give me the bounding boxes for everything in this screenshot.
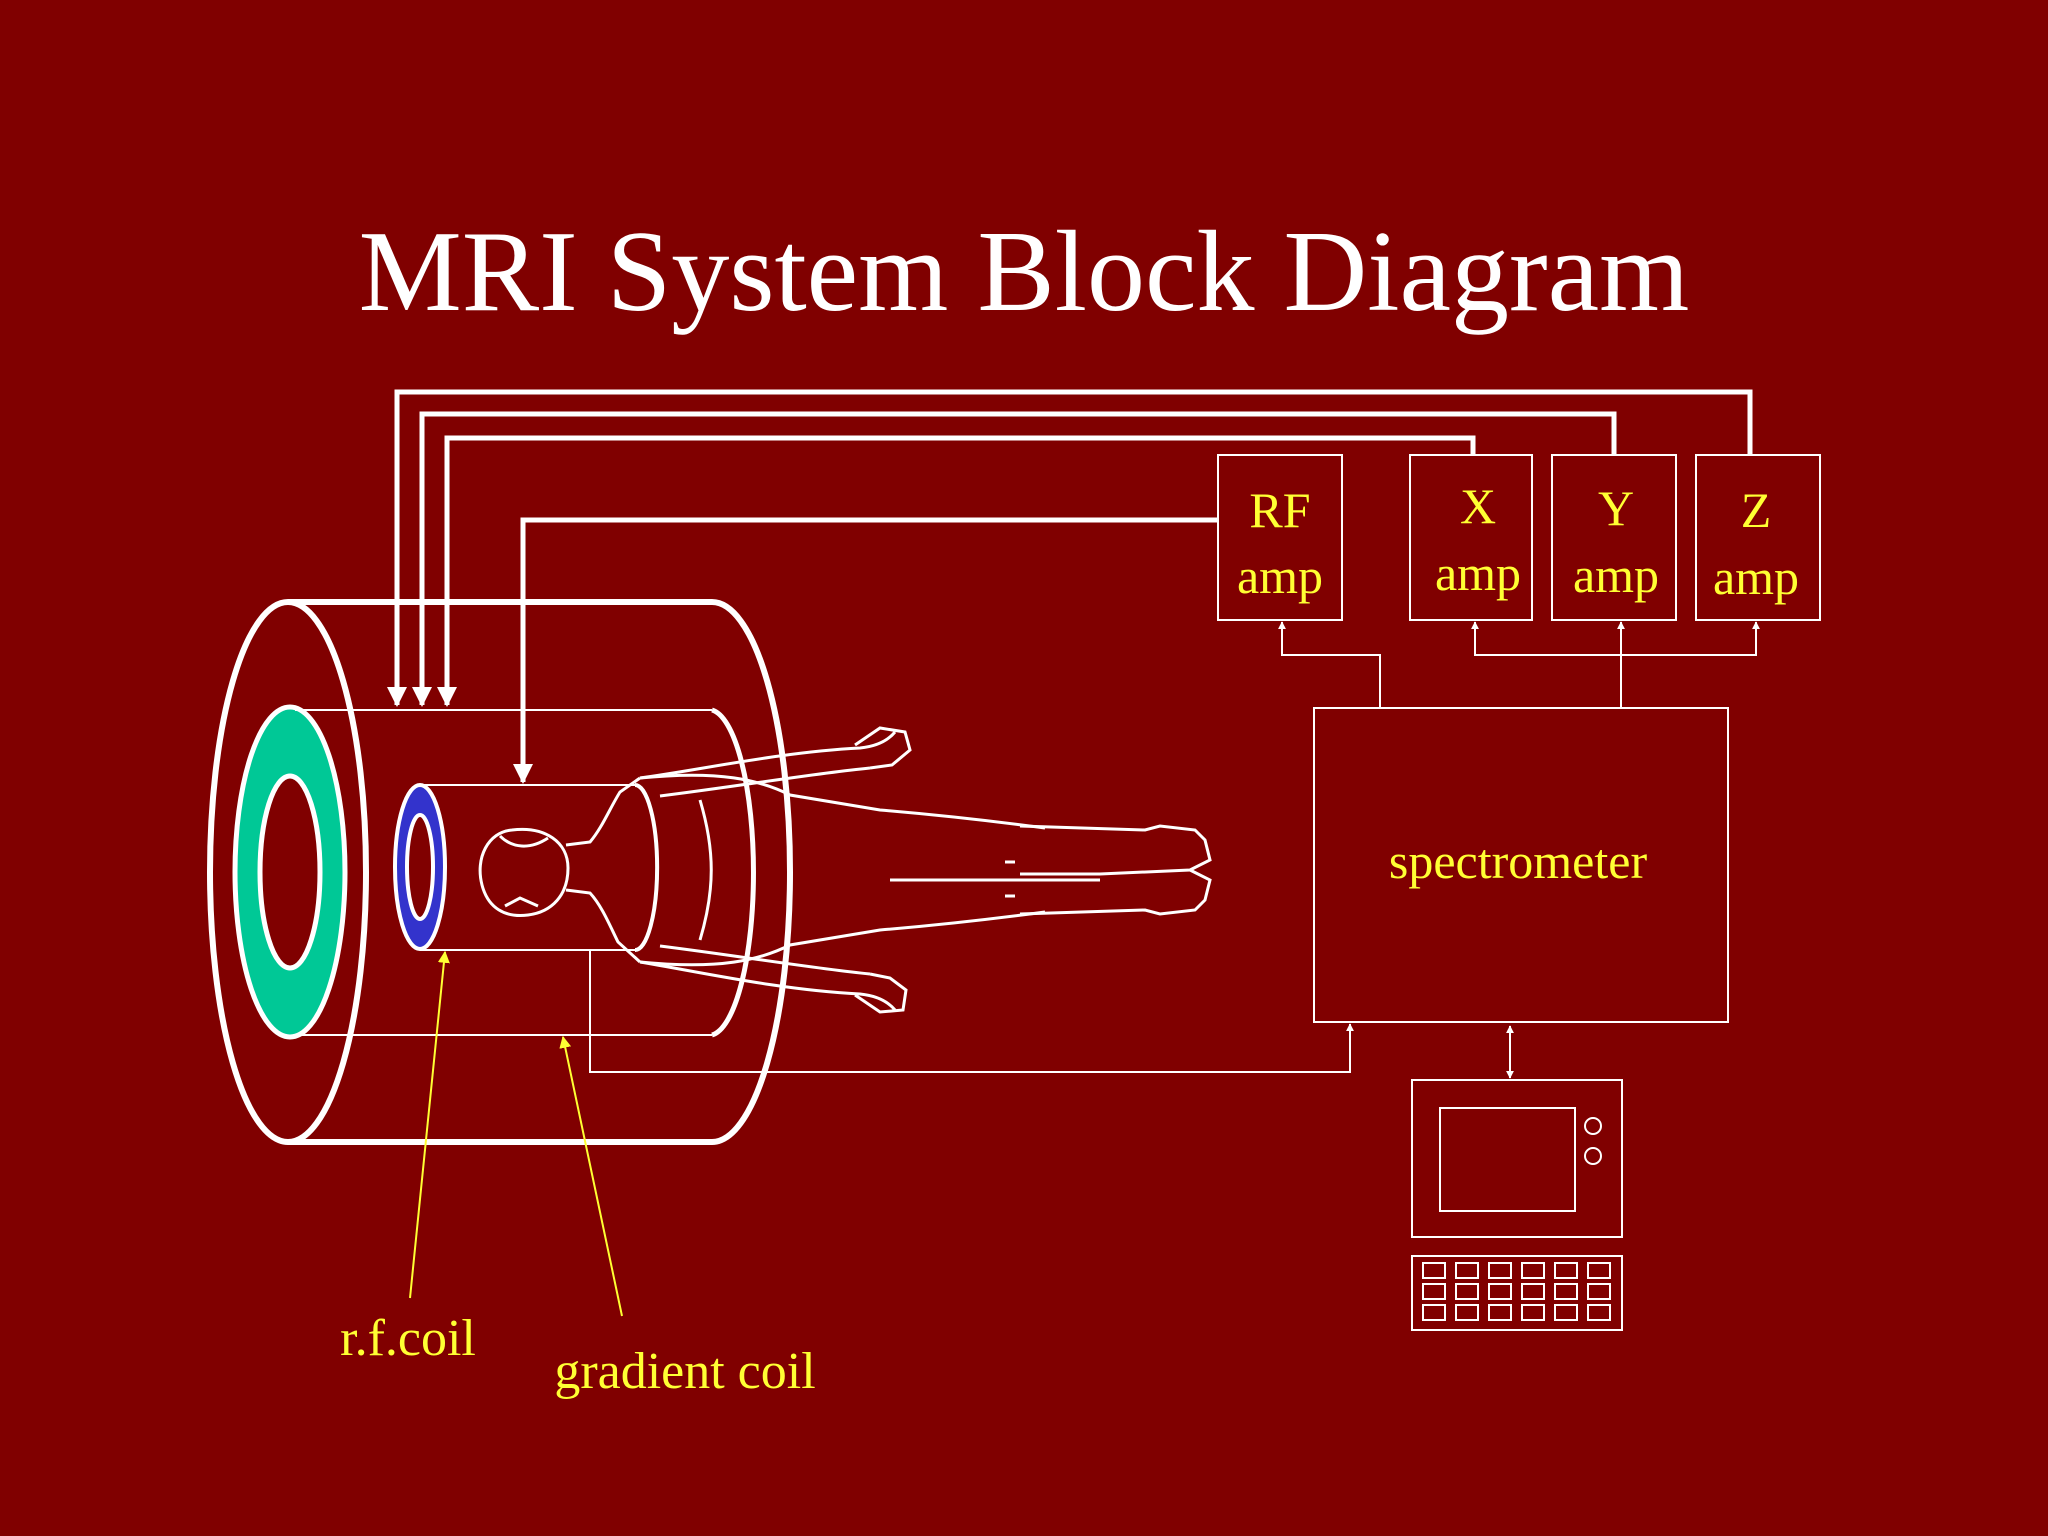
y-amp-line1: Y [1598,480,1634,536]
keyboard-key [1488,1304,1512,1321]
keyboard-key [1521,1283,1545,1300]
rf-coil-ring [393,783,447,951]
spectrometer-label: spectrometer [1389,833,1648,889]
keyboard-key [1422,1304,1446,1321]
keyboard-key [1422,1262,1446,1279]
keyboard-key [1488,1283,1512,1300]
keyboard-key [1488,1262,1512,1279]
keyboard-key [1422,1283,1446,1300]
spectrometer-to-amps-lines [1278,621,1760,708]
computer-console-icon [1411,1079,1623,1238]
rf-amp-line2: amp [1237,548,1323,604]
keyboard-key [1554,1283,1578,1300]
y-amp-line2: amp [1573,547,1659,603]
x-amp-line1: X [1460,478,1496,534]
keyboard-key [1455,1304,1479,1321]
magnet-cylinder-icon [207,599,793,1145]
keyboard-key [1554,1262,1578,1279]
gradient-coil-label: gradient coil [554,1343,815,1400]
rf-drive-line [513,517,1218,784]
spectrometer-block: spectrometer [1313,707,1729,1023]
rf-coil-label: r.f.coil [340,1310,476,1367]
keyboard-key [1587,1283,1611,1300]
keyboard-key [1455,1283,1479,1300]
patient-figure-icon [478,726,1212,1014]
rf-coil-callout: r.f.coil [340,950,476,1367]
y-amp-block: Y amp [1551,454,1677,621]
gradient-coil-callout: gradient coil [554,1035,816,1400]
z-amp-line2: amp [1713,549,1799,605]
keyboard-key [1587,1262,1611,1279]
gradient-drive-lines [387,389,1753,707]
page-title: MRI System Block Diagram [359,208,1690,336]
z-amp-block: Z amp [1695,454,1821,621]
gradient-coil-ring [232,704,348,1040]
keyboard-icon [1411,1255,1623,1331]
x-amp-block: X amp [1409,454,1533,621]
x-amp-line2: amp [1435,545,1521,601]
keyboard-key [1455,1262,1479,1279]
rf-receive-line [589,950,1354,1073]
keyboard-key [1521,1304,1545,1321]
rf-amp-block: RF amp [1217,454,1343,621]
z-amp-line1: Z [1741,482,1772,538]
keyboard-key [1587,1304,1611,1321]
keyboard-key [1521,1262,1545,1279]
rf-amp-line1: RF [1249,482,1310,538]
keyboard-key [1554,1304,1578,1321]
